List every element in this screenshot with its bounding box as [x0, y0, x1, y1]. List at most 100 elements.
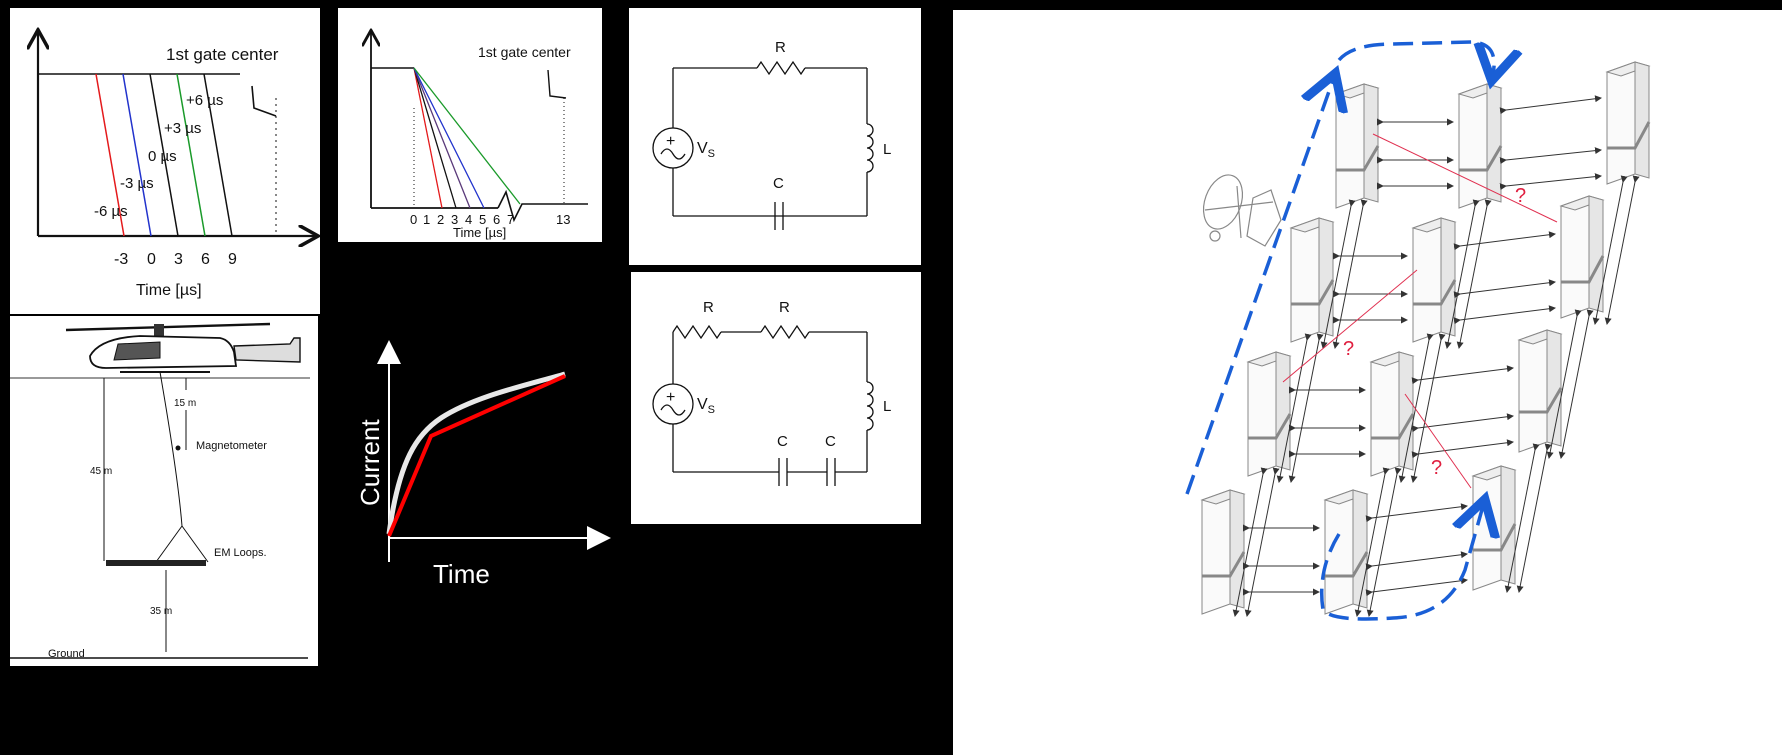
ramp-black-2: [203, 73, 233, 237]
gate-timing-plot: 1st gate center -6 µs -3 µs 0 µs +3 µs +…: [10, 8, 320, 299]
rlc-circuit: + R L C VS: [652, 39, 891, 230]
magnetometer-sensor: [175, 445, 181, 451]
box: [1457, 83, 1503, 209]
inductor: [866, 381, 874, 431]
ramp-purple: [413, 67, 471, 209]
helicopter-icon: [10, 322, 310, 379]
line-label-p6: +6 µs: [186, 92, 223, 109]
plus-sign: +: [666, 389, 675, 406]
gate-pointer-arrow: [251, 85, 277, 117]
inductor-label: L: [883, 141, 891, 158]
source-label: VS: [697, 140, 715, 160]
em-loop-frame: [155, 525, 209, 563]
box-network-diagram: ? ? ?: [1185, 40, 1651, 621]
line-label-p3: +3 µs: [164, 120, 201, 137]
line-label-m3: -3 µs: [120, 175, 154, 192]
helicopter-panel: 15 m Magnetometer 45 m EM Loops. 35 m Gr…: [10, 316, 318, 666]
flow-path-bottom: [1319, 506, 1483, 621]
tick-label: 1: [423, 212, 430, 227]
smooth-curve: [386, 371, 566, 535]
piecewise-segments: [387, 374, 566, 537]
capacitor-2-label: C: [825, 433, 836, 450]
box: [1411, 217, 1457, 343]
box: [1334, 83, 1380, 209]
tick-label: 4: [465, 212, 472, 227]
tick-label: -3: [114, 251, 128, 268]
plus-sign: +: [666, 133, 675, 150]
y-axis-label: Current: [355, 419, 385, 506]
tick-label: 9: [228, 251, 237, 268]
inductor-label: L: [883, 398, 891, 415]
helicopter-survey-diagram: 15 m Magnetometer 45 m EM Loops. 35 m Gr…: [10, 322, 310, 660]
x-axis-label: Time [µs]: [136, 282, 202, 299]
ramp-green: [413, 67, 521, 205]
line-label-0: 0 µs: [148, 148, 177, 165]
ramp-blue: [413, 67, 485, 209]
ramp-red: [95, 73, 125, 237]
gate-timing-panel: 1st gate center -6 µs -3 µs 0 µs +3 µs +…: [10, 8, 320, 314]
tick-label: 5: [479, 212, 486, 227]
network-panel: ? ? ?: [953, 10, 1782, 755]
magnetometer-label: Magnetometer: [196, 440, 267, 452]
sine-glyph: [660, 404, 686, 416]
capacitor-label: C: [773, 175, 784, 192]
dim-45-label: 45 m: [90, 466, 112, 477]
box: [1289, 217, 1335, 343]
x-axis-label: Time: [433, 559, 490, 589]
dim-35-label: 35 m: [150, 606, 172, 617]
tow-cable: [159, 371, 183, 527]
gate-label: 1st gate center: [478, 44, 571, 60]
resistor-1: [672, 324, 722, 340]
box: [1605, 61, 1651, 185]
ramp-panel: 1st gate center 0 1 2 3 4 5 6 7 13 Time …: [338, 8, 602, 242]
box: [1517, 329, 1563, 453]
inductor: [866, 123, 874, 173]
box-connectors: [1202, 121, 1651, 578]
current-curve-panel: Current Time: [347, 330, 617, 600]
ramp-blue: [122, 73, 152, 237]
ramp-plot: 1st gate center 0 1 2 3 4 5 6 7 13 Time …: [338, 8, 588, 240]
voltage-source: [652, 127, 694, 169]
current-time-plot: Current Time: [355, 340, 611, 589]
question-mark: ?: [1431, 457, 1442, 479]
circuit-top-panel: + R L C VS: [629, 8, 921, 265]
ramp-black: [149, 73, 179, 237]
box: [1471, 465, 1517, 591]
resistor: [756, 60, 806, 76]
resistor-1-label: R: [703, 299, 714, 316]
ramp-green: [176, 73, 206, 237]
tick-label: 3: [451, 212, 458, 227]
resistor-2: [760, 324, 810, 340]
resistor-label: R: [775, 39, 786, 56]
box: [1559, 195, 1605, 319]
ramp-red: [413, 67, 443, 209]
source-label: VS: [697, 396, 715, 416]
tick-label: 0: [410, 212, 417, 227]
em-loops-label: EM Loops.: [214, 547, 267, 559]
tick-label: 3: [174, 251, 183, 268]
box: [1200, 489, 1246, 615]
tick-label: 6: [201, 251, 210, 268]
sketch-doodle: [1202, 174, 1282, 247]
gate-pointer-arrow: [547, 69, 567, 99]
question-mark: ?: [1343, 338, 1354, 360]
dim-15-label: 15 m: [174, 398, 196, 409]
flow-path-top: [1337, 40, 1494, 74]
flow-path-arrows: [1185, 40, 1494, 621]
box-grid: [1200, 61, 1651, 615]
rrlcc-circuit: + R R L C C VS: [652, 299, 891, 486]
voltage-source: [652, 383, 694, 425]
tick-label: 2: [437, 212, 444, 227]
circuit-bottom-panel: + R R L C C VS: [631, 272, 921, 524]
axis-break: [497, 189, 588, 223]
tick-label: 6: [493, 212, 500, 227]
box: [1369, 351, 1415, 477]
em-loop-bar: [106, 560, 206, 566]
ramp-black: [413, 67, 457, 209]
tentative-links: [1282, 133, 1558, 489]
flow-path-left: [1185, 80, 1333, 495]
resistor-2-label: R: [779, 299, 790, 316]
link-arrows: [1232, 95, 1640, 617]
tick-label: 0: [147, 251, 156, 268]
sine-glyph: [660, 148, 686, 160]
